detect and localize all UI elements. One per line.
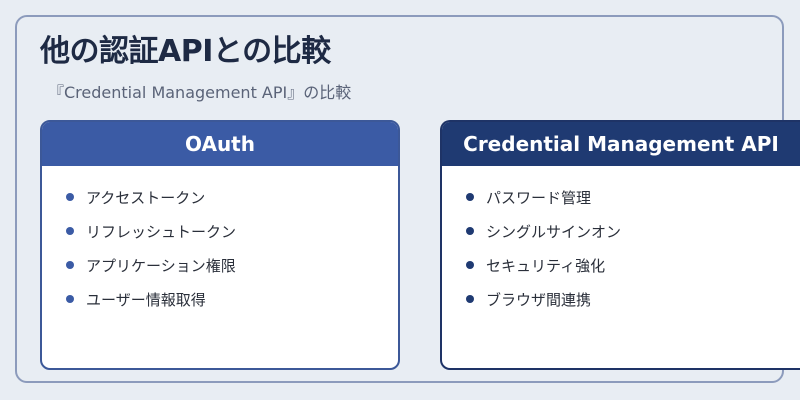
oauth-card: OAuth アクセストークン リフレッシュトークン アプリケーション権限 ユーザ… — [40, 120, 400, 370]
list-item: シングルサインオン — [442, 215, 800, 249]
list-item: パスワード管理 — [442, 181, 800, 215]
list-item: アプリケーション権限 — [42, 249, 398, 283]
bullet-icon — [66, 261, 74, 269]
list-item-label: ブラウザ間連携 — [486, 291, 592, 309]
list-item-label: アクセストークン — [86, 189, 206, 207]
credential-management-feature-list: パスワード管理 シングルサインオン セキュリティ強化 ブラウザ間連携 — [442, 166, 800, 317]
bullet-icon — [66, 193, 74, 201]
bullet-icon — [466, 227, 474, 235]
page-subtitle: 『Credential Management API』の比較 — [48, 83, 352, 102]
list-item: リフレッシュトークン — [42, 215, 398, 249]
bullet-icon — [66, 227, 74, 235]
bullet-icon — [466, 261, 474, 269]
credential-management-card: Credential Management API パスワード管理 シングルサイ… — [440, 120, 800, 370]
page-title: 他の認証APIとの比較 — [40, 34, 331, 69]
list-item-label: リフレッシュトークン — [86, 223, 237, 241]
bullet-icon — [466, 193, 474, 201]
list-item: セキュリティ強化 — [442, 249, 800, 283]
bullet-icon — [466, 295, 474, 303]
oauth-card-header: OAuth — [42, 122, 398, 166]
list-item: ユーザー情報取得 — [42, 283, 398, 317]
list-item-label: シングルサインオン — [486, 223, 622, 241]
credential-management-card-header: Credential Management API — [442, 122, 800, 166]
list-item-label: パスワード管理 — [486, 189, 592, 207]
oauth-feature-list: アクセストークン リフレッシュトークン アプリケーション権限 ユーザー情報取得 — [42, 166, 398, 317]
list-item-label: セキュリティ強化 — [486, 257, 606, 275]
list-item-label: ユーザー情報取得 — [86, 291, 206, 309]
bullet-icon — [66, 295, 74, 303]
list-item-label: アプリケーション権限 — [86, 257, 236, 275]
list-item: ブラウザ間連携 — [442, 283, 800, 317]
list-item: アクセストークン — [42, 181, 398, 215]
